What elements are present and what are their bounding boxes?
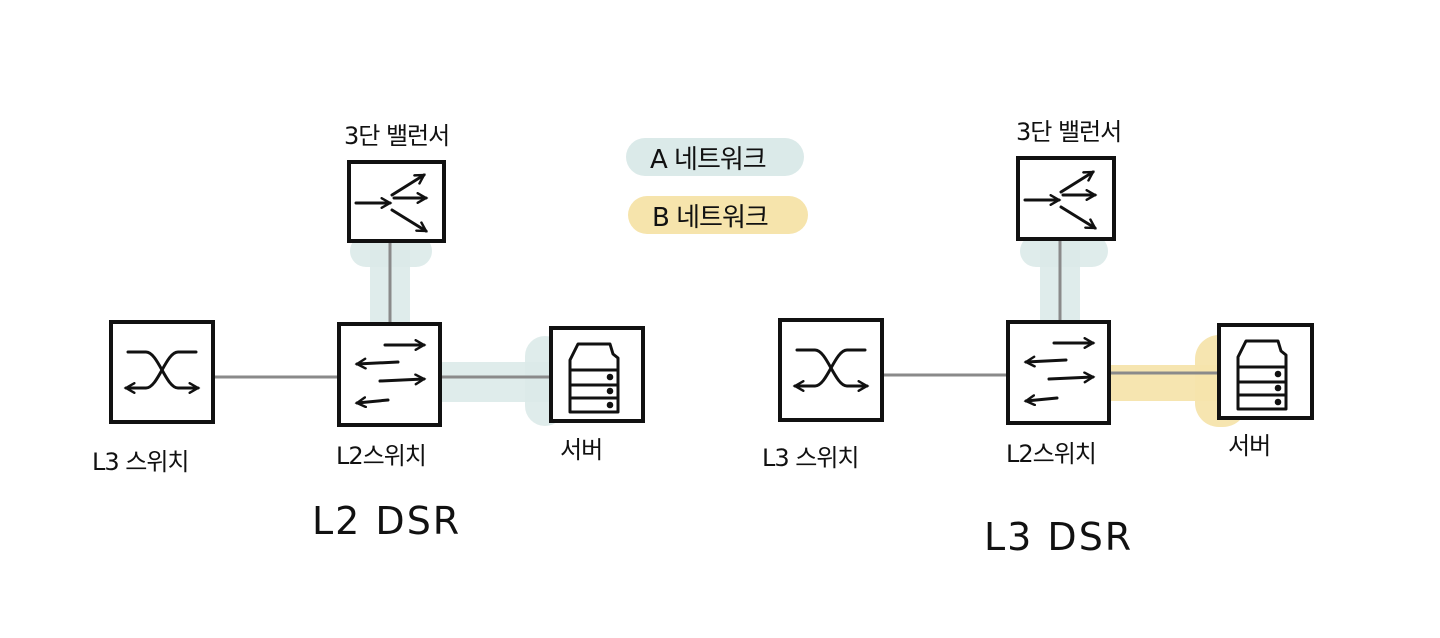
l2-switch-device (1006, 320, 1111, 425)
l2-switch-icon (354, 339, 427, 409)
l2-switch-label: L2스위치 (1006, 440, 1097, 468)
legend-b-label: B 네트워크 (652, 202, 769, 233)
server-icon (568, 342, 620, 414)
server-device (549, 326, 645, 423)
load-balancer-label: 3단 밸런서 (344, 122, 450, 150)
server-device (1217, 323, 1314, 420)
server-label: 서버 (560, 436, 603, 464)
diagram-title: L2 DSR (312, 499, 462, 543)
legend-a-network: A 네트워크 (626, 138, 804, 176)
server-icon (1236, 339, 1288, 411)
load-balancer-device (347, 160, 446, 243)
l2-switch-device (337, 322, 442, 427)
legend-b-network: B 네트워크 (628, 196, 808, 234)
l3-dsr-links (883, 240, 1218, 377)
l3-switch-device (778, 318, 884, 422)
l2-dsr-links (214, 242, 550, 379)
l2-switch-label: L2스위치 (336, 442, 427, 470)
server-label: 서버 (1228, 432, 1271, 460)
l3-switch-label: L3 스위치 (762, 444, 860, 472)
load-balancer-icon (1023, 170, 1098, 230)
load-balancer-label: 3단 밸런서 (1016, 118, 1122, 146)
legend-a-label: A 네트워크 (650, 144, 767, 175)
l3-switch-icon (792, 348, 870, 392)
l3-switch-label: L3 스위치 (92, 448, 190, 476)
l3-switch-icon (123, 350, 201, 394)
load-balancer-icon (354, 173, 429, 233)
l3-switch-device (109, 320, 215, 424)
diagram-title: L3 DSR (984, 515, 1134, 559)
load-balancer-device (1016, 156, 1116, 241)
l2-switch-icon (1023, 337, 1096, 407)
